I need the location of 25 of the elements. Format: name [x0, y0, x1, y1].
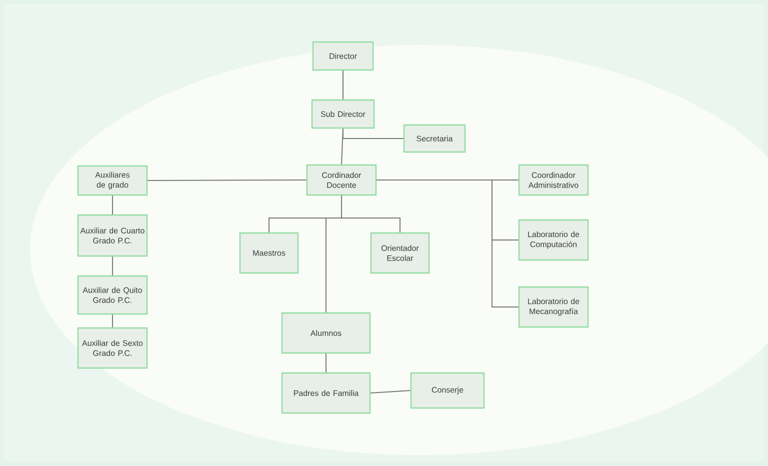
- connector-line: [342, 70, 344, 100]
- connector-line: [112, 195, 113, 215]
- org-box: Orientador Escolar: [370, 232, 430, 274]
- org-box: Coordinador Administrativo: [518, 164, 589, 196]
- org-box: Director: [312, 41, 374, 71]
- org-box: Laboratorio de Mecanografía: [518, 286, 589, 328]
- org-box: Secretaria: [403, 124, 466, 153]
- org-box: Alumnos: [281, 312, 371, 354]
- org-box: Cordinador Docente: [306, 164, 377, 196]
- org-box: Conserje: [410, 372, 485, 409]
- connector-line: [342, 128, 404, 139]
- org-box: Padres de Familia: [281, 372, 371, 414]
- connector-line: [370, 390, 411, 394]
- connector-line: [112, 256, 113, 276]
- org-box: Auxiliar de Sexto Grado P.C.: [77, 327, 148, 369]
- connector-line: [376, 180, 519, 308]
- connector-line: [326, 195, 342, 313]
- org-box: Auxiliar de Cuarto Grado P.C.: [77, 214, 148, 257]
- org-box: Maestros: [239, 232, 299, 274]
- org-box: Auxiliar de Quito Grado P.C.: [77, 275, 148, 315]
- org-box: Laboratorio de Computación: [518, 219, 589, 261]
- connector-line: [147, 180, 307, 181]
- connector-line: [112, 314, 113, 328]
- org-box: Auxiliares de grado: [77, 165, 148, 196]
- org-box: Sub Director: [311, 99, 375, 129]
